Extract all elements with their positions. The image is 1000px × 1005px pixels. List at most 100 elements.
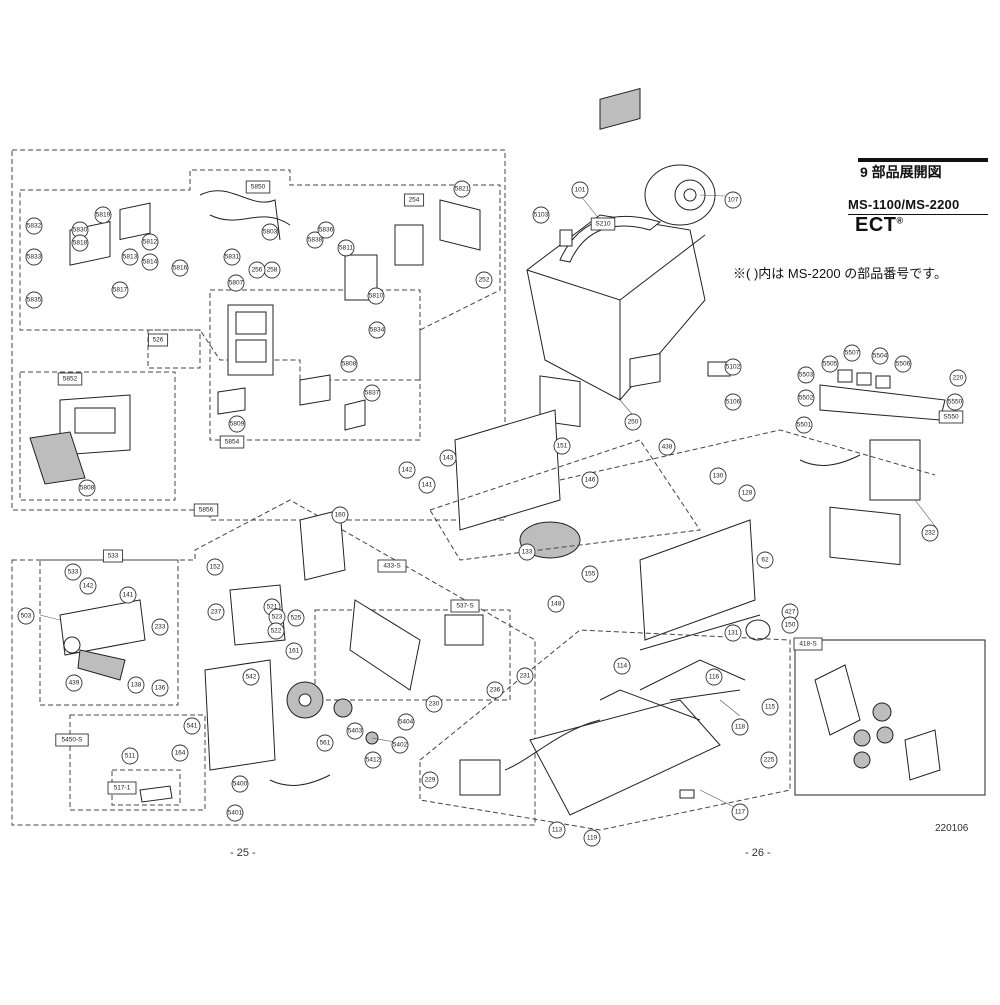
assembly-label: S210 — [590, 217, 616, 231]
assembly-label-text: 254 — [409, 197, 420, 204]
callout-number: 62 — [761, 557, 769, 564]
callout-number: 164 — [175, 750, 186, 757]
part-callout: 5403 — [346, 722, 364, 740]
callout-number: 148 — [551, 601, 562, 608]
callout-circle — [486, 681, 504, 699]
callout-number: 151 — [557, 443, 568, 450]
callout-number: 5503 — [799, 372, 814, 379]
callout-circle — [267, 622, 285, 640]
callout-number: 5838 — [308, 237, 323, 244]
part-callout: 155 — [581, 565, 599, 583]
callout-number: 5507 — [845, 350, 860, 357]
callout-number: 236 — [490, 687, 501, 694]
callout-number: 521 — [267, 604, 278, 611]
part-callout: 62 — [756, 551, 774, 569]
assembly-label-box — [938, 410, 964, 424]
part-callout: 130 — [709, 467, 727, 485]
part-callout: 146 — [581, 471, 599, 489]
part-callout: 220 — [949, 369, 967, 387]
assembly-label: 526 — [147, 333, 169, 347]
part-callout: 5803 — [261, 223, 279, 241]
callout-circle — [25, 291, 43, 309]
callout-number: 230 — [429, 701, 440, 708]
section-title: 9 部品展開図 — [860, 164, 942, 180]
part-callout: 148 — [547, 595, 565, 613]
part-callout: 5831 — [223, 248, 241, 266]
assembly-label-box — [590, 217, 616, 231]
base-plate-assembly — [419, 629, 791, 831]
callout-circle — [206, 558, 224, 576]
callout-circle — [821, 355, 839, 373]
callout-circle — [151, 679, 169, 697]
callout-circle — [285, 642, 303, 660]
callout-number: 5814 — [143, 259, 158, 266]
part-callout: 5507 — [843, 344, 861, 362]
assembly-label-text: 418-S — [799, 641, 817, 648]
callout-circle — [226, 804, 244, 822]
callout-number: 119 — [587, 835, 598, 842]
callout-number: 142 — [402, 467, 413, 474]
callout-number: 523 — [272, 614, 283, 621]
callout-number: 511 — [125, 753, 136, 760]
callout-circle — [949, 369, 967, 387]
callout-circle — [613, 657, 631, 675]
part-callout: 525 — [287, 609, 305, 627]
callout-number: 231 — [520, 673, 531, 680]
callout-number: 5831 — [225, 254, 240, 261]
callout-circle — [797, 366, 815, 384]
callout-circle — [367, 287, 385, 305]
part-callout: 152 — [206, 558, 224, 576]
callout-number: 232 — [925, 530, 936, 537]
callout-number: 525 — [291, 615, 302, 622]
part-callout: 5807 — [227, 274, 245, 292]
assembly-label-box — [102, 549, 124, 563]
callout-circle — [709, 467, 727, 485]
part-callout: 256 — [248, 261, 266, 279]
callout-circle — [306, 231, 324, 249]
brand-logo: ECT® — [855, 214, 904, 237]
callout-circle — [331, 506, 349, 524]
callout-number: 5819 — [96, 212, 111, 219]
part-callout: 5401 — [226, 804, 244, 822]
callout-number: 256 — [252, 267, 263, 274]
part-callout: 561 — [316, 734, 334, 752]
callout-number: 5403 — [348, 728, 363, 735]
part-callout: 5819 — [94, 206, 112, 224]
callout-circle — [346, 722, 364, 740]
callout-circle — [581, 471, 599, 489]
assembly-label-box — [793, 637, 823, 651]
callout-number: 138 — [131, 682, 142, 689]
callout-number: 5102 — [726, 364, 741, 371]
callout-number: 5835 — [27, 297, 42, 304]
callout-number: 155 — [585, 571, 596, 578]
callout-number: 561 — [320, 740, 331, 747]
callout-number: 152 — [210, 564, 221, 571]
callout-circle — [141, 233, 159, 251]
callout-circle — [571, 181, 589, 199]
assembly-label-text: 526 — [153, 337, 164, 344]
callout-circle — [151, 618, 169, 636]
callout-circle — [738, 484, 756, 502]
assembly-label-box — [450, 599, 480, 613]
lower-left-assembly-outline — [11, 499, 536, 826]
callout-number: 150 — [785, 622, 796, 629]
callout-number: 5811 — [339, 245, 353, 252]
part-callout: 5550 — [946, 393, 964, 411]
callout-circle — [368, 321, 386, 339]
part-callout: 5808 — [340, 355, 358, 373]
assembly-label: 517-1 — [107, 781, 137, 795]
part-callout: 141 — [119, 586, 137, 604]
part-callout: 236 — [486, 681, 504, 699]
callout-number: 5400 — [233, 781, 248, 788]
callout-circle — [724, 358, 742, 376]
callout-circle — [705, 668, 723, 686]
callout-circle — [724, 624, 742, 642]
callout-number: 5832 — [27, 223, 42, 230]
callout-circle — [223, 248, 241, 266]
callout-number: 143 — [443, 455, 454, 462]
part-callout: 5834 — [368, 321, 386, 339]
callout-circle — [547, 595, 565, 613]
part-callout: 5503 — [797, 366, 815, 384]
callout-number: 541 — [187, 723, 198, 730]
callout-number: 118 — [735, 724, 746, 731]
